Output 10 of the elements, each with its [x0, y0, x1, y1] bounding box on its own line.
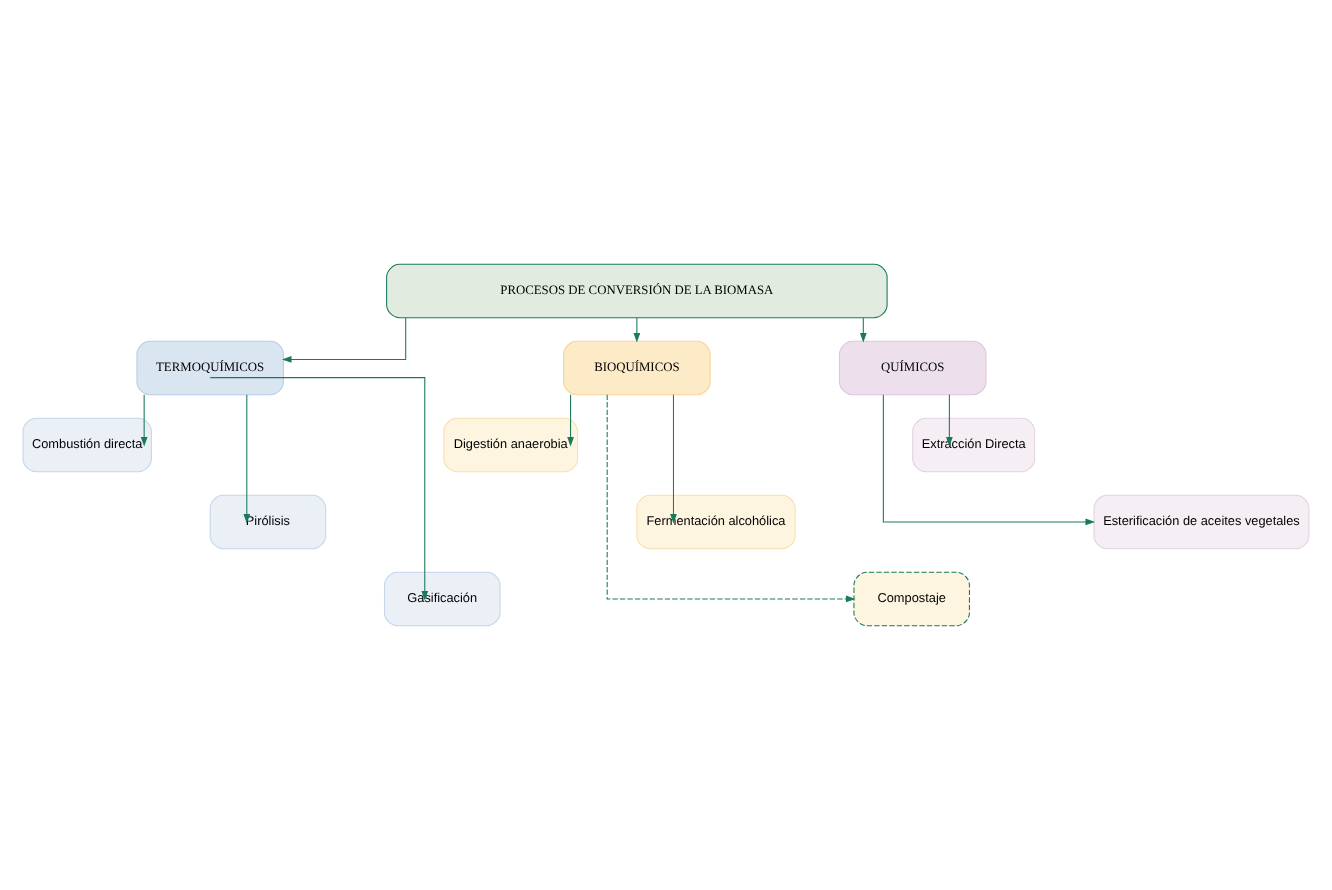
arrow [882, 394, 1096, 526]
arrow [209, 377, 429, 601]
arrow [281, 317, 407, 363]
arrow [633, 317, 641, 343]
arrow [140, 394, 148, 447]
arrow [946, 394, 953, 447]
arrow [606, 394, 856, 603]
arrow [243, 394, 251, 524]
arrow [567, 394, 574, 447]
arrow [670, 394, 677, 524]
